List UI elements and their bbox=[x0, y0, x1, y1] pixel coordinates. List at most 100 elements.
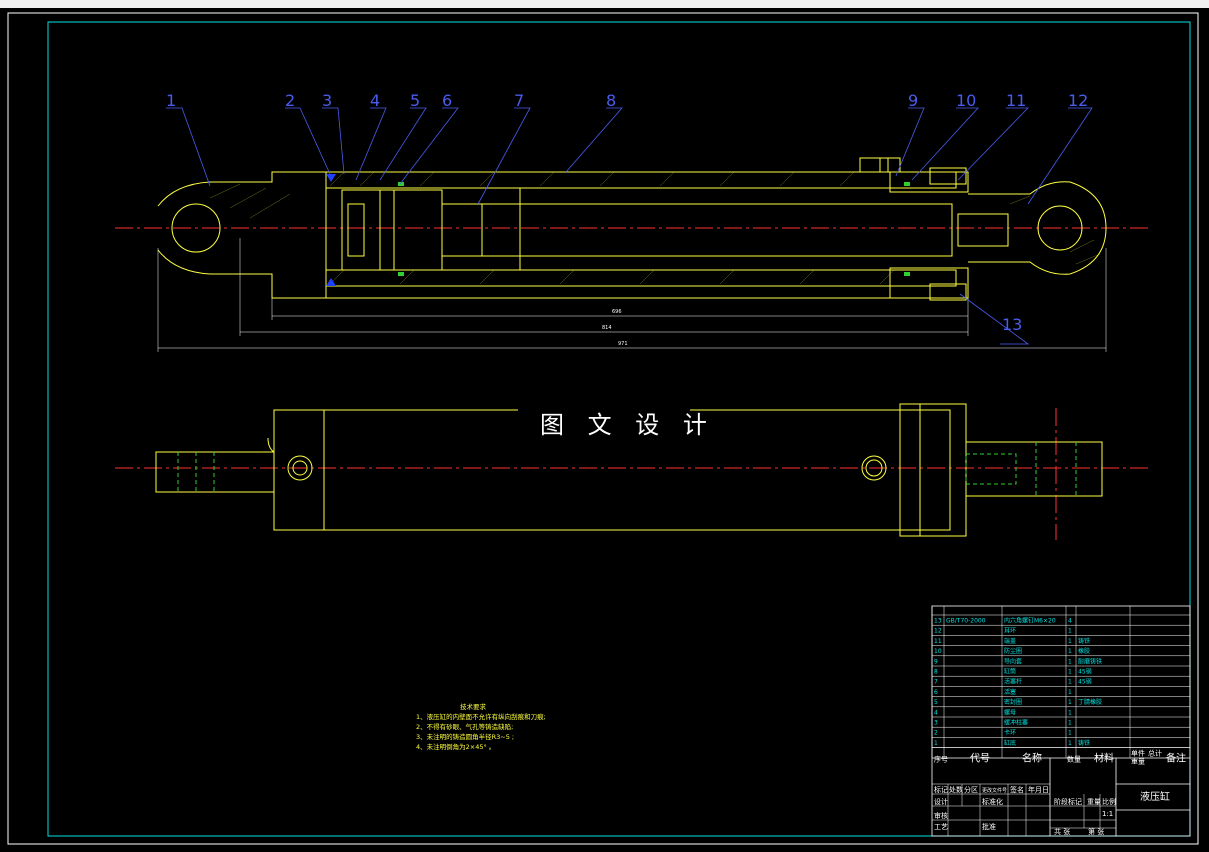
bom-cell-qty: 1 bbox=[1068, 638, 1072, 645]
bom-cell-no: 5 bbox=[934, 699, 938, 706]
bom-cell-qty: 1 bbox=[1068, 740, 1072, 747]
top-view: 图 文 设 计 bbox=[115, 402, 1150, 540]
cad-drawing: 971 814 696 1 2 3 4 5 6 7 8 9 10 bbox=[7, 12, 1199, 845]
bom-cell-no: 3 bbox=[934, 720, 938, 727]
technical-notes: 技术要求 1、液压缸的内壁面不允许有纵向刮痕和刀痕; 2、不得有砂眼、气孔等铸造… bbox=[416, 702, 546, 751]
tb-approve: 批准 bbox=[982, 822, 996, 831]
part-label-8: 8 bbox=[606, 91, 616, 110]
bom-header-qty: 数量 bbox=[1067, 755, 1081, 764]
drawing-canvas: 971 814 696 1 2 3 4 5 6 7 8 9 10 bbox=[0, 8, 1209, 852]
bom-cell-no: 4 bbox=[934, 709, 938, 716]
tb-date: 年月日 bbox=[1028, 785, 1049, 794]
part-label-12: 12 bbox=[1068, 91, 1088, 110]
bom-cell-material: 45钢 bbox=[1078, 668, 1092, 676]
bom-cell-name: 缓冲柱塞 bbox=[1004, 719, 1028, 727]
bom-cell-name: 密封圈 bbox=[1004, 698, 1022, 706]
bom-cell-material: 45钢 bbox=[1078, 678, 1092, 686]
bom-cell-no: 13 bbox=[934, 618, 942, 625]
tb-design: 设计 bbox=[934, 797, 948, 806]
tb-process: 工艺 bbox=[934, 823, 948, 831]
bom-header-weight: 重量 bbox=[1131, 758, 1145, 766]
bom-cell-name: 防尘圈 bbox=[1004, 647, 1022, 655]
bom-cell-name: 活塞 bbox=[1004, 688, 1016, 696]
bom-cell-name: 缸底 bbox=[1004, 739, 1016, 747]
bom-cell-no: 1 bbox=[934, 740, 938, 747]
bom-cell-name: 导向套 bbox=[1004, 657, 1022, 665]
bom-cell-name: 卡环 bbox=[1004, 729, 1016, 737]
tb-zone: 分区 bbox=[964, 785, 978, 794]
bom-cell-qty: 1 bbox=[1068, 709, 1072, 716]
tb-stage: 阶段标记 bbox=[1054, 797, 1082, 806]
tb-change-doc: 更改文件号 bbox=[982, 787, 1007, 794]
outer-frame bbox=[7, 12, 1199, 845]
drawing-name: 液压缸 bbox=[1140, 790, 1170, 803]
bom-cell-material: 铸铁 bbox=[1078, 637, 1090, 645]
tb-sheet: 第 张 bbox=[1088, 827, 1104, 836]
title-block: 液压缸 标记 处数 分区 更改文件号 签名 年月日 设计 标准化 阶段标记 重量… bbox=[932, 757, 1190, 836]
bom-cell-qty: 1 bbox=[1068, 658, 1072, 665]
bom-cell-no: 9 bbox=[934, 658, 938, 665]
part-label-7: 7 bbox=[514, 91, 524, 110]
part-label-13: 13 bbox=[1002, 315, 1022, 334]
bom-cell-name: 螺母 bbox=[1004, 708, 1016, 716]
tb-review: 审核 bbox=[934, 811, 948, 820]
tb-sheets: 共 张 bbox=[1054, 827, 1070, 836]
bom-cell-name: 端盖 bbox=[1004, 637, 1016, 645]
bom-cell-no: 8 bbox=[934, 669, 938, 676]
bom-cell-no: 12 bbox=[934, 628, 942, 635]
tb-scale-value: 1:1 bbox=[1102, 810, 1113, 818]
bom-cell-qty: 1 bbox=[1068, 689, 1072, 696]
dim-mid: 814 bbox=[602, 325, 612, 331]
part-label-2: 2 bbox=[285, 91, 295, 110]
tb-scale: 比例 bbox=[1102, 797, 1116, 806]
note-line-3: 3、未注明的铸造圆角半径R3~5 ; bbox=[416, 732, 514, 741]
note-line-4: 4、未注明倒角为2×45° 。 bbox=[416, 742, 495, 751]
bom-cell-name: 耳环 bbox=[1004, 628, 1016, 635]
dim-overall: 971 bbox=[618, 341, 628, 347]
tb-standardize: 标准化 bbox=[982, 797, 1003, 806]
note-line-1: 1、液压缸的内壁面不允许有纵向刮痕和刀痕; bbox=[416, 712, 546, 721]
bom-cell-qty: 1 bbox=[1068, 699, 1072, 706]
bom-cell-no: 10 bbox=[934, 648, 942, 655]
watermark: 图 文 设 计 bbox=[540, 411, 715, 439]
bom-cell-no: 7 bbox=[934, 679, 938, 686]
bom-cell-material: 铸铁 bbox=[1078, 739, 1090, 747]
bom-cell-qty: 1 bbox=[1068, 720, 1072, 727]
bom-cell-qty: 1 bbox=[1068, 679, 1072, 686]
dim-inner: 696 bbox=[612, 309, 622, 315]
bom-header-no: 序号 bbox=[934, 755, 948, 764]
bom-cell-qty: 1 bbox=[1068, 730, 1072, 737]
bom-header-total: 总计 bbox=[1148, 749, 1162, 758]
part-label-1: 1 bbox=[166, 91, 176, 110]
tb-sign: 签名 bbox=[1010, 785, 1024, 794]
bom-cell-qty: 1 bbox=[1068, 669, 1072, 676]
part-label-10: 10 bbox=[956, 91, 976, 110]
bom-cell-no: 6 bbox=[934, 689, 938, 696]
part-label-4: 4 bbox=[370, 91, 380, 110]
bom-cell-qty: 1 bbox=[1068, 648, 1072, 655]
bom-cell-name: 内六角螺钉M6×20 bbox=[1004, 617, 1056, 625]
bom-header-code: 代号 bbox=[970, 753, 990, 765]
part-label-3: 3 bbox=[322, 91, 332, 110]
notes-title: 技术要求 bbox=[460, 702, 487, 711]
tb-weight: 重量 bbox=[1087, 798, 1101, 806]
section-view: 971 814 696 bbox=[115, 107, 1150, 352]
part-label-5: 5 bbox=[410, 91, 420, 110]
bom-cell-material: 丁腈橡胶 bbox=[1078, 698, 1102, 706]
bom-cell-no: 2 bbox=[934, 730, 938, 737]
bom-cell-material: 耐磨铸铁 bbox=[1078, 657, 1102, 665]
inner-frame bbox=[47, 21, 1191, 837]
bom-header-single: 单件 bbox=[1131, 749, 1145, 758]
note-line-2: 2、不得有砂眼、气孔等铸造缺陷; bbox=[416, 722, 513, 731]
bom-cell-no: 11 bbox=[934, 638, 942, 645]
part-label-11: 11 bbox=[1006, 91, 1026, 110]
bom-cell-qty: 4 bbox=[1068, 618, 1072, 625]
part-label-9: 9 bbox=[908, 91, 918, 110]
part-labels: 1 2 3 4 5 6 7 8 9 10 11 12 13 bbox=[166, 91, 1088, 334]
bom-cell-code: GB/T70-2000 bbox=[946, 618, 986, 625]
bom-cell-material: 橡胶 bbox=[1078, 647, 1090, 655]
bom-cell-name: 活塞杆 bbox=[1004, 678, 1022, 686]
bom-cell-qty: 1 bbox=[1068, 628, 1072, 635]
part-label-6: 6 bbox=[442, 91, 452, 110]
bom-cell-name: 缸筒 bbox=[1004, 668, 1016, 676]
